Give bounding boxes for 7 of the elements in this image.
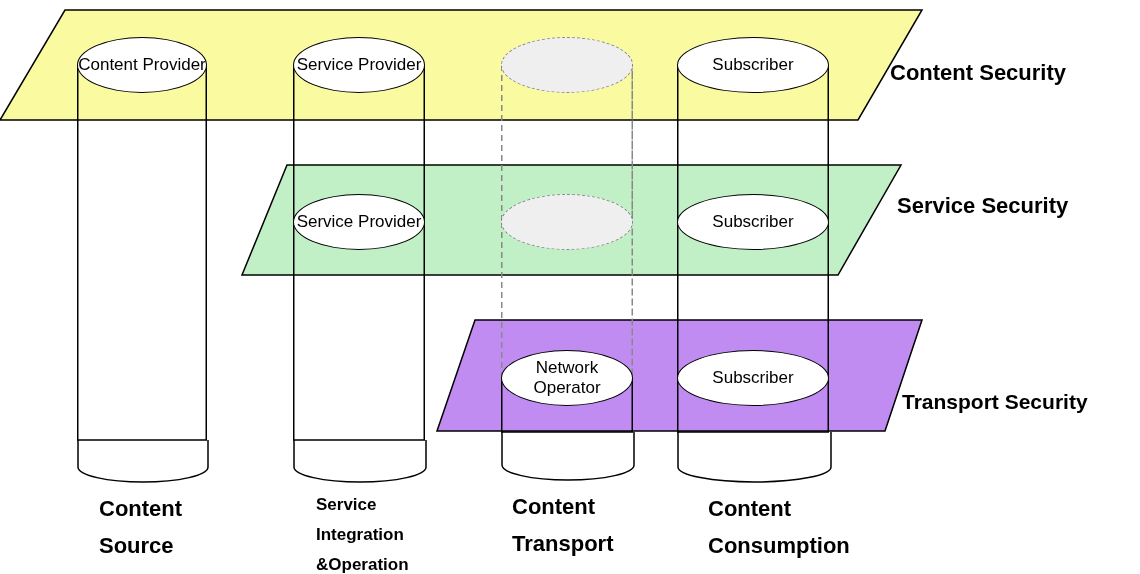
layer-title: Content Security bbox=[890, 60, 1067, 86]
layer-title: Service Security bbox=[897, 193, 1069, 219]
pillar-label: Content Source bbox=[99, 495, 184, 560]
layer-title: Transport Security bbox=[902, 390, 1088, 414]
pillar-label: Content Transport bbox=[512, 493, 615, 558]
pillar-label: Content Consumption bbox=[708, 495, 851, 560]
pillar-label: Service Integration &Operation bbox=[316, 494, 410, 574]
